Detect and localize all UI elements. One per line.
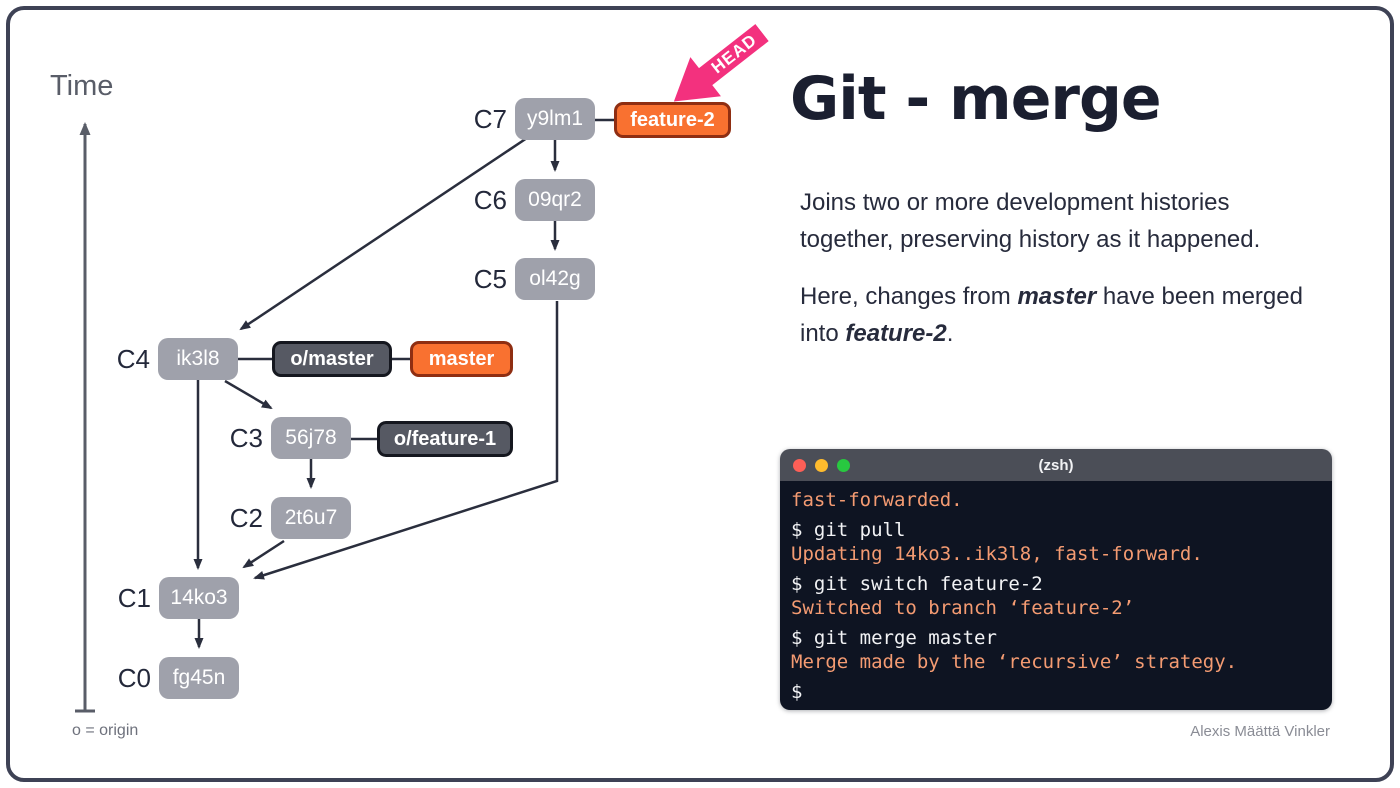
commit-label-c1: C1 <box>117 583 151 613</box>
terminal-window: (zsh) fast-forwarded. $ git pull Updatin… <box>780 449 1332 710</box>
commit-node-ol42g: ol42g <box>515 258 595 300</box>
para2-text: . <box>946 320 954 347</box>
commit-label-c3: C3 <box>229 423 263 453</box>
para2-text: have been merged into <box>800 283 1303 347</box>
commit-node-y9lm1: y9lm1 <box>515 98 595 140</box>
commit-label-c7: C7 <box>473 104 507 134</box>
commit-node-09qr2: 09qr2 <box>515 179 595 221</box>
zoom-button-icon <box>837 458 850 472</box>
para2-text: Here, changes from <box>800 283 1018 310</box>
minimize-button-icon <box>815 458 828 472</box>
terminal-title: (zsh) <box>1038 456 1074 474</box>
terminal-titlebar: (zsh) <box>780 449 1332 481</box>
commit-node-14ko3: 14ko3 <box>159 577 239 619</box>
ref-label-o-feature-1: o/feature-1 <box>377 421 513 457</box>
terminal-body: fast-forwarded. $ git pull Updating 14ko… <box>780 481 1332 710</box>
time-axis-label: Time <box>50 70 114 102</box>
ref-label-o-master: o/master <box>272 341 392 377</box>
commit-label-c5: C5 <box>473 264 507 294</box>
close-button-icon <box>793 458 806 472</box>
terminal-line: $ git switch feature-2 <box>791 573 1043 595</box>
description-paragraph-2: Here, changes from master have been merg… <box>800 278 1320 352</box>
commit-node-ik3l8: ik3l8 <box>158 338 238 380</box>
ref-connectors <box>238 118 614 441</box>
para2-master-emphasis: master <box>1017 283 1097 310</box>
ref-label-feature-2: feature-2 <box>614 102 731 138</box>
terminal-prompt: $ <box>791 681 803 703</box>
terminal-line: $ git merge master <box>791 627 997 649</box>
origin-legend: o = origin <box>72 722 139 739</box>
time-axis-arrow <box>75 122 95 713</box>
para2-feature2-emphasis: feature-2 <box>845 320 947 347</box>
description-paragraph-1: Joins two or more development histories … <box>800 189 1261 253</box>
ref-label-master: master <box>410 341 513 377</box>
commit-label-c6: C6 <box>473 185 507 215</box>
terminal-line: Merge made by the ‘recursive’ strategy. <box>791 651 1238 673</box>
terminal-line: Switched to branch ‘feature-2’ <box>791 597 1135 619</box>
terminal-line: Updating 14ko3..ik3l8, fast-forward. <box>791 543 1203 565</box>
author-attribution: Alexis Määttä Vinkler <box>1190 723 1330 740</box>
traffic-lights <box>780 458 850 472</box>
page-title: Git - merge <box>790 64 1162 134</box>
commit-label-c4: C4 <box>116 344 150 374</box>
commit-node-fg45n: fg45n <box>159 657 239 699</box>
commit-node-56j78: 56j78 <box>271 417 351 459</box>
commit-label-c0: C0 <box>117 663 151 693</box>
commit-label-c2: C2 <box>229 503 263 533</box>
terminal-line: $ git pull <box>791 519 906 541</box>
terminal-line: fast-forwarded. <box>791 489 963 511</box>
commit-node-2t6u7: 2t6u7 <box>271 497 351 539</box>
parent-edges <box>193 136 560 649</box>
